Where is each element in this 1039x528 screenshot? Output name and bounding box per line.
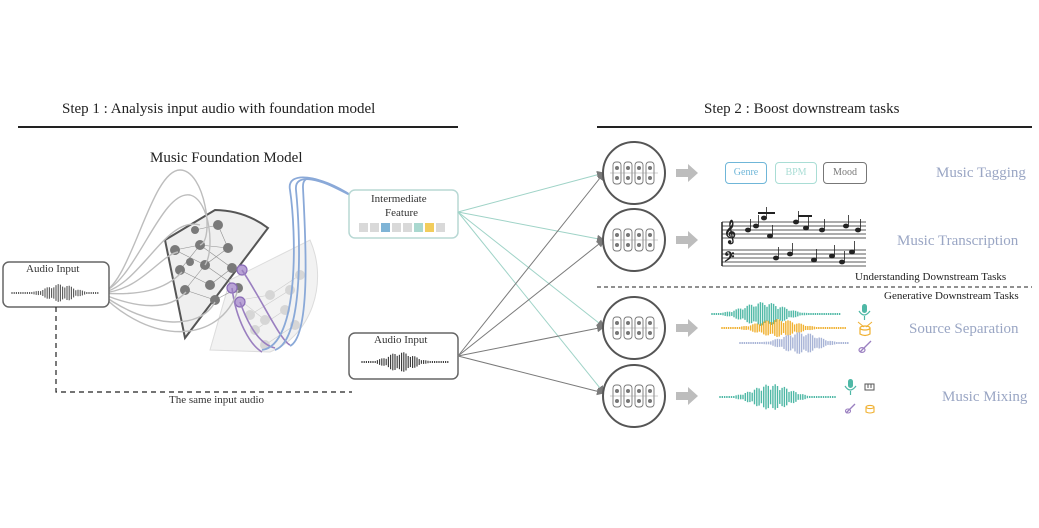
foundation-model-network <box>99 169 353 353</box>
task-music-transcription: Music Transcription <box>897 233 1019 249</box>
step1-title: Step 1 : Analysis input audio with found… <box>62 101 376 117</box>
guitar-icon <box>858 340 872 354</box>
svg-text:𝄢: 𝄢 <box>724 249 734 268</box>
audio-input-right-label: Audio Input <box>374 334 428 346</box>
step2-title: Step 2 : Boost downstream tasks <box>704 101 900 117</box>
source-separation-icons <box>857 304 873 354</box>
same-input-caption: The same input audio <box>169 394 265 406</box>
audio-input-left-label: Audio Input <box>26 263 80 275</box>
tag-bpm: BPM <box>775 162 817 184</box>
task-source-separation: Source Separation <box>909 321 1019 337</box>
music-mixing-waveform <box>719 384 836 410</box>
downstream-model-2 <box>602 208 698 272</box>
audio-input-left-waveform <box>11 284 99 302</box>
downstream-model-4 <box>602 364 698 428</box>
model-fan-upper <box>163 208 270 341</box>
same-input-dashed-path <box>55 307 352 393</box>
guitar-icon <box>844 403 856 414</box>
intermediate-feature-cells <box>359 223 445 232</box>
tag-mood: Mood <box>823 162 867 184</box>
task-music-mixing: Music Mixing <box>942 389 1028 405</box>
microphone-icon <box>844 379 857 395</box>
model-title: Music Foundation Model <box>150 150 303 166</box>
intermediate-feature-label-line1: Intermediate <box>371 193 427 205</box>
downstream-model-3 <box>602 296 698 360</box>
piano-icon <box>864 383 875 391</box>
drum-icon <box>865 404 875 414</box>
downstream-models <box>602 141 698 428</box>
svg-text:𝄞: 𝄞 <box>724 219 736 244</box>
downstream-model-1 <box>602 141 698 205</box>
microphone-icon <box>858 304 871 320</box>
category-understanding: Understanding Downstream Tasks <box>855 271 1007 283</box>
tag-genre: Genre <box>725 162 767 184</box>
intermediate-feature-label-line2: Feature <box>385 207 418 219</box>
music-mixing-icons <box>844 379 875 414</box>
source-separation-waveforms <box>711 302 849 354</box>
task-music-tagging: Music Tagging <box>936 165 1026 181</box>
drum-icon <box>857 321 873 337</box>
feature-to-model-connections <box>457 170 605 396</box>
audio-input-right-waveform <box>361 352 449 372</box>
category-generative: Generative Downstream Tasks <box>884 290 1019 302</box>
music-score: 𝄞 𝄢 <box>721 207 866 268</box>
